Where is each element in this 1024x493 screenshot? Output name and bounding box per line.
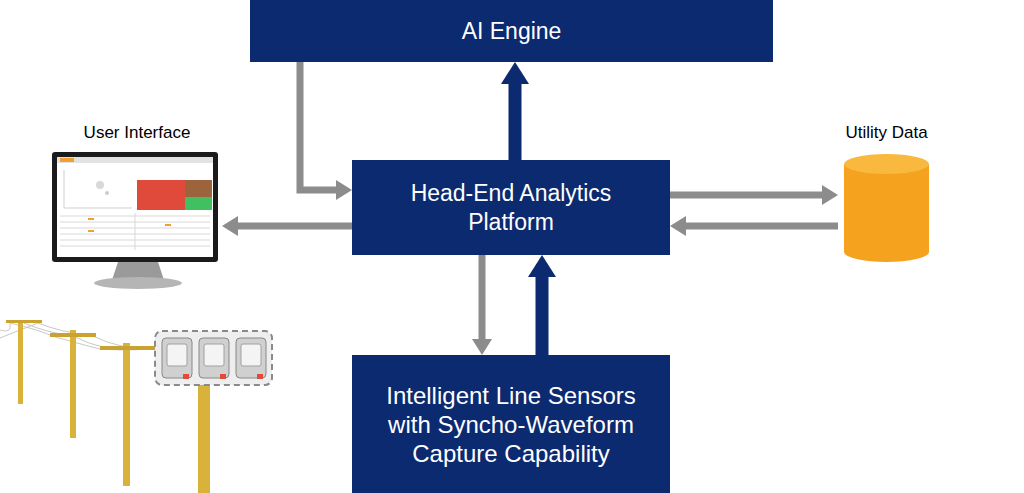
platform-box: Head-End Analytics Platform: [352, 160, 670, 255]
utility-pole: [123, 343, 130, 486]
scatter-dot: [105, 191, 109, 195]
treemap-cell: [185, 197, 212, 210]
sensor-box: Intelligent Line Sensors with Syncho-Wav…: [352, 355, 670, 493]
line-sensor: [199, 338, 229, 379]
screen-tab: [60, 158, 74, 162]
flow-arrow: [300, 62, 340, 190]
chart-axis: [64, 208, 132, 209]
cylinder-shape: [838, 152, 935, 264]
monitor-illustration: [52, 152, 218, 289]
database-cylinder: Utility Data: [838, 122, 935, 264]
pole-crossarm: [50, 333, 96, 337]
line-sensor: [162, 338, 192, 379]
monitor-screen: [57, 157, 213, 257]
cylinder-top: [844, 154, 929, 174]
flow-arrow: [536, 273, 549, 355]
treemap-cell: [137, 180, 185, 210]
utility-pole: [198, 378, 210, 493]
flow-arrow: [479, 255, 486, 343]
flow-arrow: [509, 80, 522, 160]
screen-header: [57, 157, 213, 163]
monitor-frame: [52, 152, 218, 262]
engine-box: AI Engine: [250, 0, 773, 62]
utility-pole: [18, 320, 23, 404]
node-label: Head-End Analytics Platform: [401, 179, 621, 237]
node-label: Utility Data: [838, 122, 935, 144]
monitor-base: [94, 277, 182, 289]
power-lines: [0, 320, 272, 493]
flow-arrow: [682, 223, 838, 230]
line-sensor: [236, 338, 266, 379]
pole-crossarm: [6, 320, 42, 323]
pole-crossarm: [100, 346, 160, 350]
flow-arrow: [670, 192, 826, 199]
table-rows: [60, 213, 210, 250]
cylinder-body: [844, 164, 929, 262]
monitor-node: User Interface: [52, 122, 222, 288]
node-label: Intelligent Line Sensors with Syncho-Wav…: [366, 381, 656, 468]
table-marks: [88, 218, 171, 232]
node-label: User Interface: [52, 122, 222, 144]
node-label: AI Engine: [462, 17, 562, 46]
scatter-dot: [96, 181, 104, 189]
treemap-cell: [185, 180, 212, 197]
chart-axis: [64, 170, 65, 208]
sensor-group-bracket: [155, 331, 272, 385]
flow-arrow: [234, 223, 352, 230]
utility-pole: [70, 330, 76, 438]
